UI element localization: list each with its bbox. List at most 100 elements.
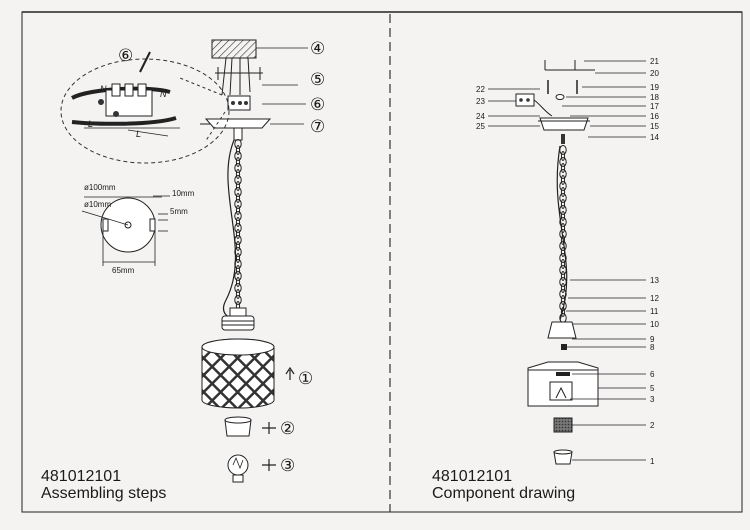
lamp-holder: [547, 321, 577, 339]
part-number: 15: [650, 122, 659, 131]
lattice-shade: [201, 347, 275, 409]
chain-link: [560, 163, 566, 173]
part-number: 2: [650, 421, 655, 430]
bulb: [227, 454, 249, 476]
chain-link: [560, 211, 566, 221]
part-number: 19: [650, 83, 659, 92]
chain-link: [559, 193, 567, 203]
chain-link: [560, 175, 566, 185]
chain-link: [559, 157, 567, 167]
chain-link: [234, 187, 242, 197]
chain-link: [559, 145, 567, 155]
chain-link: [234, 199, 242, 209]
step-mark-5: ⑤: [310, 70, 325, 89]
chain-link: [234, 139, 242, 149]
right-caption-title: Component drawing: [432, 485, 576, 502]
part-number: 22: [476, 85, 485, 94]
part-number: 16: [650, 112, 659, 121]
chain-link: [235, 253, 241, 263]
wire-label-l: L: [88, 119, 93, 129]
step-mark-6-detail: ⑥: [118, 46, 133, 65]
twist-arrow: [262, 459, 276, 471]
wire-label-n: N: [160, 89, 167, 99]
chain-link: [234, 283, 242, 293]
part-number: 11: [650, 307, 659, 316]
chain-link: [235, 217, 241, 227]
part-number: 18: [650, 93, 659, 102]
chain-link: [559, 277, 567, 287]
step-markers: ① ② ③ ④ ⑤ ⑥ ⑦ ⑥: [118, 39, 325, 475]
part-numbers: 1 2 3 5 6 8 9 10 11 12 13 14 15 16 17 18…: [476, 57, 659, 466]
chain-link: [235, 169, 241, 179]
twist-arrow: [262, 422, 276, 434]
chain-link: [559, 265, 567, 275]
chain-link: [235, 157, 241, 167]
chain-link: [235, 193, 241, 203]
power-cable: [222, 139, 237, 319]
chain-link: [560, 271, 566, 281]
part-number: 12: [650, 294, 659, 303]
left-caption-title: Assembling steps: [41, 485, 167, 502]
terminal-block: [515, 93, 535, 107]
chain-link: [560, 199, 566, 209]
component-diagram: [488, 60, 646, 465]
step-mark-3: ③: [280, 456, 295, 475]
chain-link: [234, 223, 242, 233]
chain-link: [559, 253, 567, 263]
chain-link: [560, 187, 566, 197]
chain-link: [235, 205, 241, 215]
part-number: 10: [650, 320, 659, 329]
canopy: [539, 117, 589, 131]
part-number: 20: [650, 69, 659, 78]
ceiling-block: [211, 39, 257, 59]
hole-diameter-label: ø10mm: [84, 200, 111, 209]
chain-link: [235, 265, 241, 275]
canopy: [204, 118, 272, 129]
step-mark-2: ②: [280, 419, 295, 438]
bulb: [553, 417, 573, 433]
chain-link: [560, 283, 566, 293]
part-number: 24: [476, 112, 485, 121]
part-number: 3: [650, 395, 655, 404]
chain-link: [234, 175, 242, 185]
chain-link: [234, 163, 242, 173]
chain-link: [235, 241, 241, 251]
chain-link: [235, 181, 241, 191]
chain-link: [235, 289, 241, 299]
step-mark-4: ④: [310, 39, 325, 58]
part-number: 21: [650, 57, 659, 66]
part-number: 14: [650, 133, 659, 142]
spacing-label: 65mm: [112, 266, 135, 275]
part-number: 5: [650, 384, 655, 393]
part-number: 13: [650, 276, 659, 285]
outer-diameter-label: ø100mm: [84, 183, 116, 192]
chain-link: [560, 259, 566, 269]
part-number: 23: [476, 97, 485, 106]
part-number: 9: [650, 335, 655, 344]
assembly-diagram: [60, 39, 308, 483]
chain-link: [234, 151, 242, 161]
suspension-chain: [234, 139, 242, 311]
chain-link: [559, 181, 567, 191]
step-mark-7: ⑦: [310, 117, 325, 136]
chain-link: [559, 217, 567, 227]
lift-arrow: [285, 366, 295, 380]
chain-link: [559, 205, 567, 215]
chain-link: [234, 211, 242, 221]
chain-link: [234, 295, 242, 305]
chain-link: [559, 241, 567, 251]
wire-label-l: L: [136, 129, 141, 139]
right-caption: 481012101 Component drawing: [432, 468, 575, 502]
power-cable: [556, 145, 568, 321]
part-number: 17: [650, 102, 659, 111]
offset-label: 10mm: [172, 189, 195, 198]
depth-label: 5mm: [170, 207, 188, 216]
part-number: 25: [476, 122, 485, 131]
left-caption: 481012101 Assembling steps: [41, 468, 166, 502]
left-product-code: 481012101: [41, 468, 122, 485]
step-mark-6: ⑥: [310, 95, 325, 114]
chain-link: [234, 235, 242, 245]
chain-link: [234, 271, 242, 281]
